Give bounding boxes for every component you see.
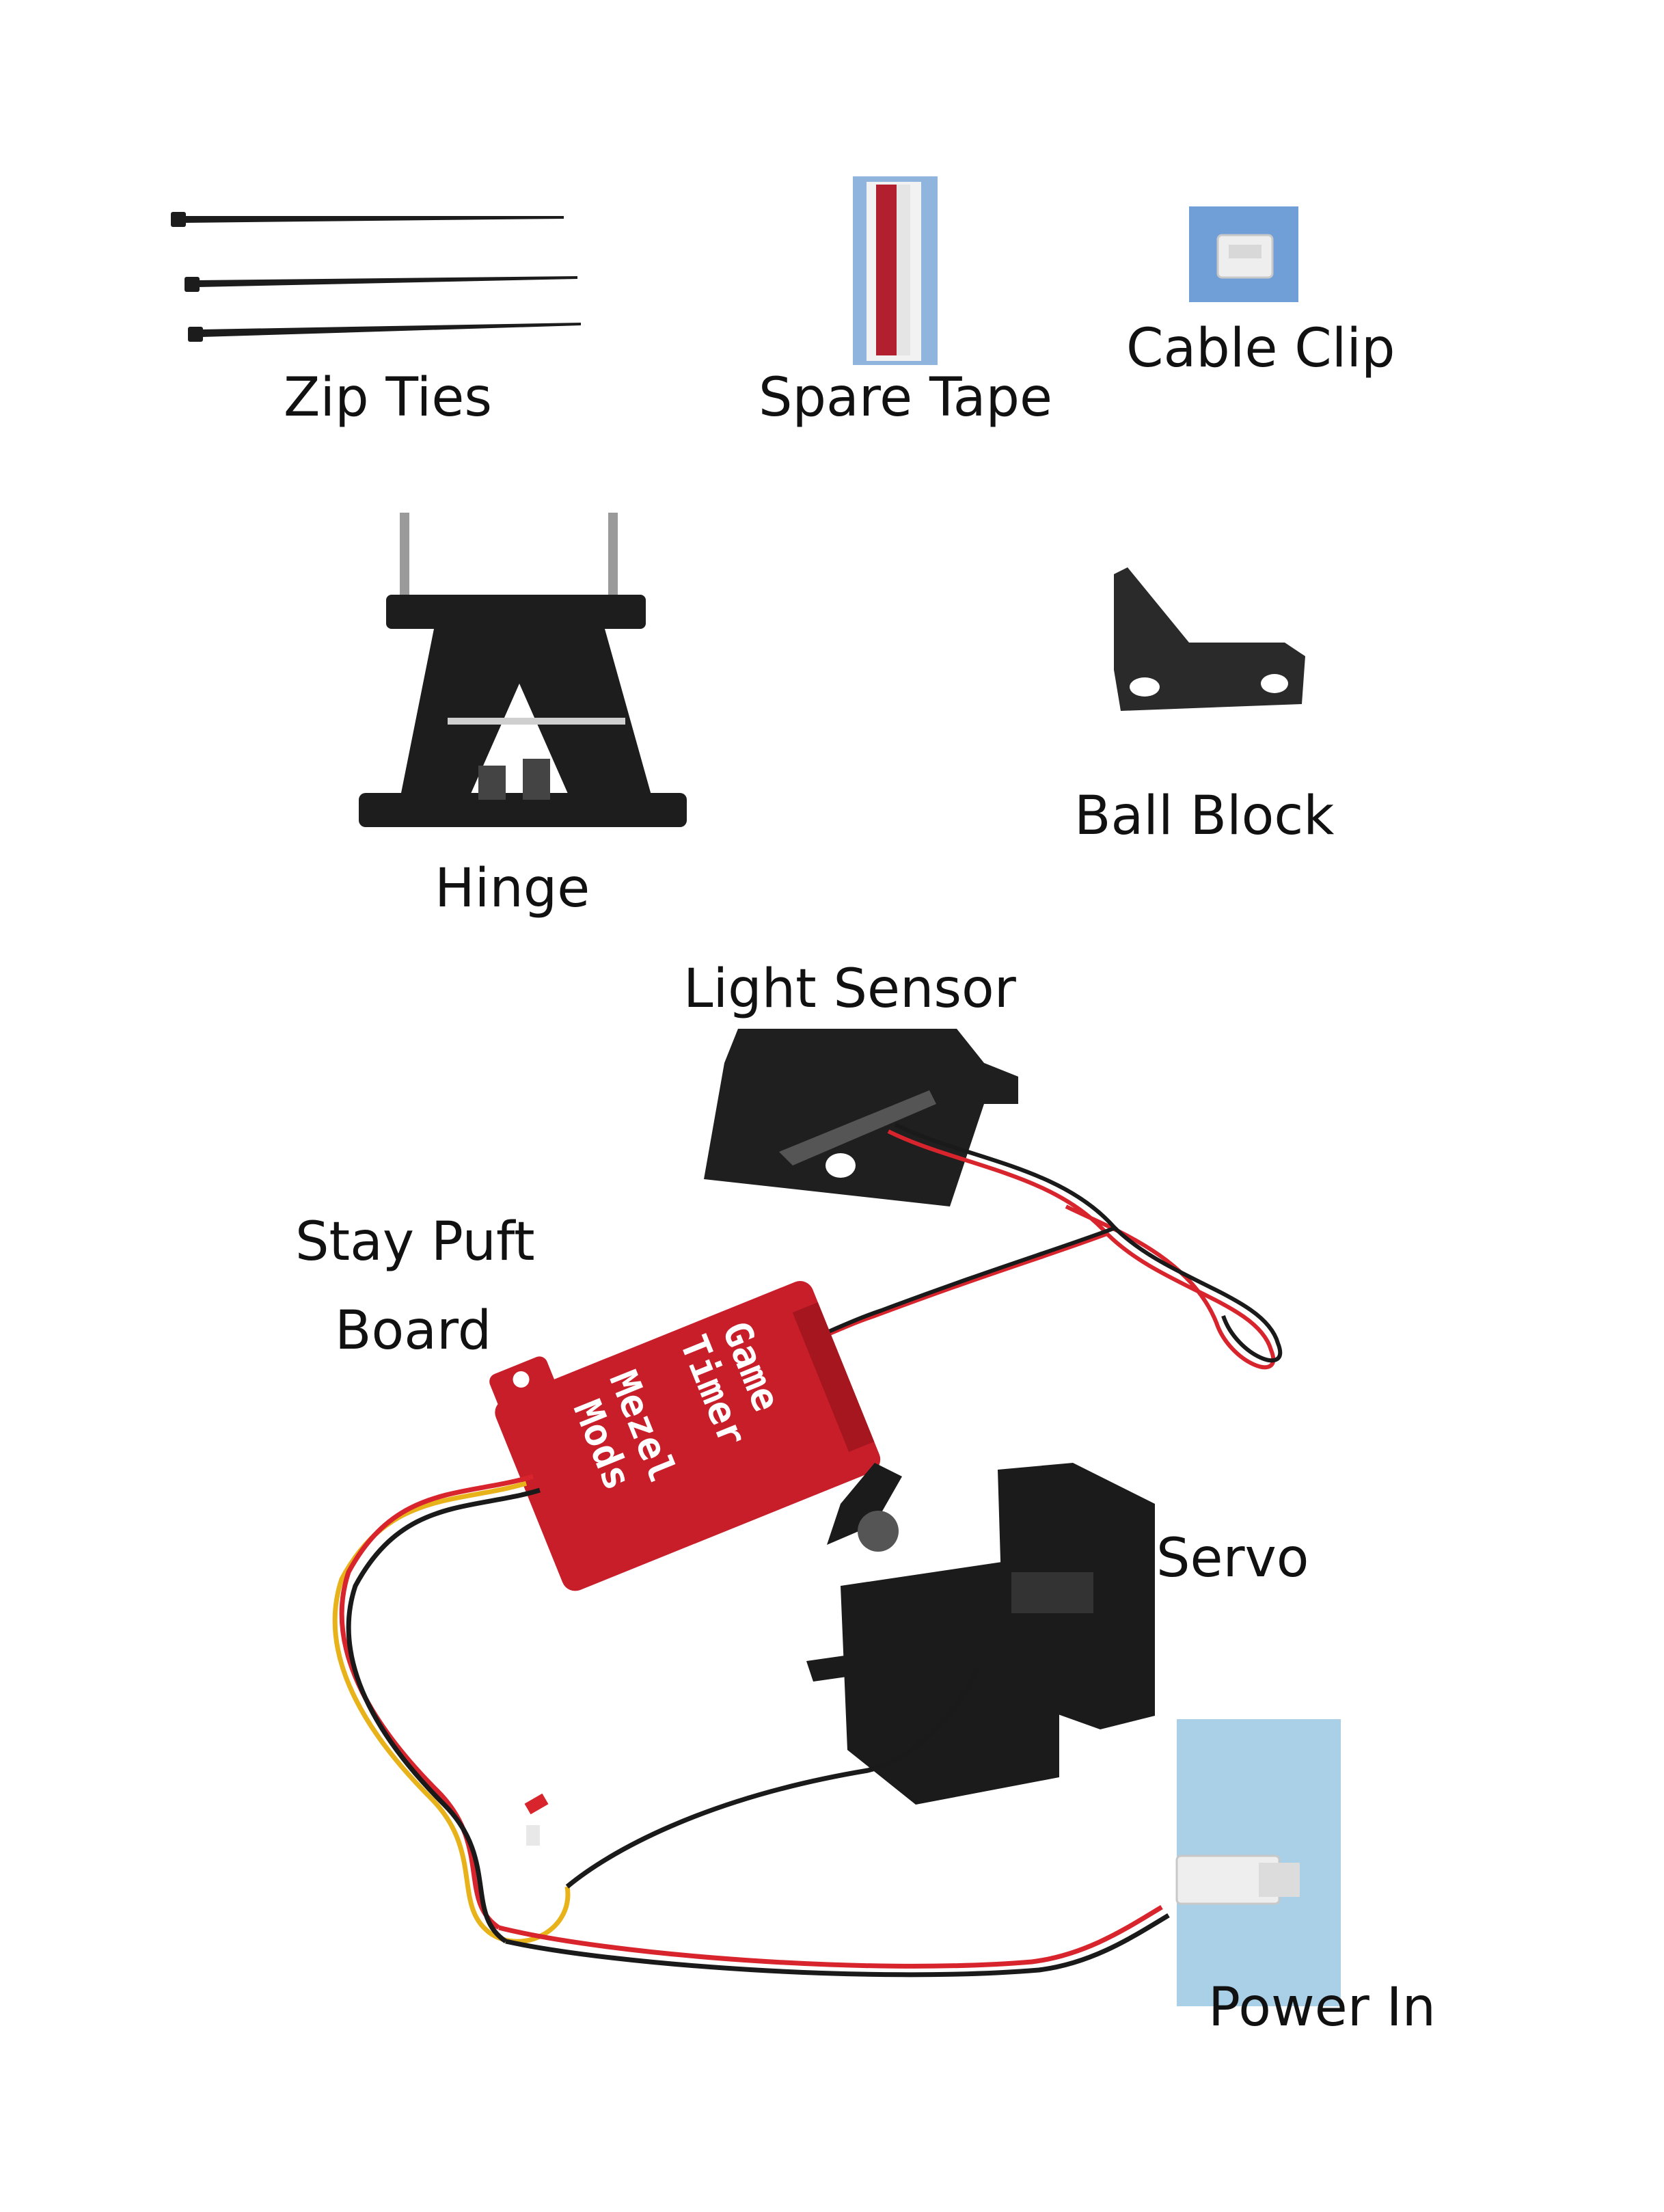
power-in-image (1175, 1712, 1341, 2006)
ball-block-image (1107, 567, 1312, 718)
ball-block-label: Ball Block (1074, 785, 1335, 847)
cable-clip-label: Cable Clip (1126, 318, 1395, 379)
hinge-image (345, 513, 700, 841)
spare-tape-image (853, 176, 938, 365)
stay-puft-label-line2: Board (335, 1300, 492, 1362)
power-in-label: Power In (1208, 1977, 1436, 2038)
stay-puft-label-line1: Stay Puft (295, 1211, 535, 1273)
stay-puft-board-image: Game Timer Mezel Mods (478, 1278, 902, 1606)
light-sensor-label: Light Sensor (683, 958, 1016, 1020)
spare-tape-label: Spare Tape (759, 367, 1052, 429)
cable-clip-image (1189, 206, 1298, 302)
wiring-harness-image (321, 1456, 1189, 1989)
servo-label: Servo (1156, 1528, 1309, 1589)
servo-image (800, 1449, 1169, 1832)
zip-ties-label: Zip Ties (284, 367, 492, 429)
hinge-label: Hinge (435, 858, 590, 919)
zip-ties-image (164, 205, 588, 355)
